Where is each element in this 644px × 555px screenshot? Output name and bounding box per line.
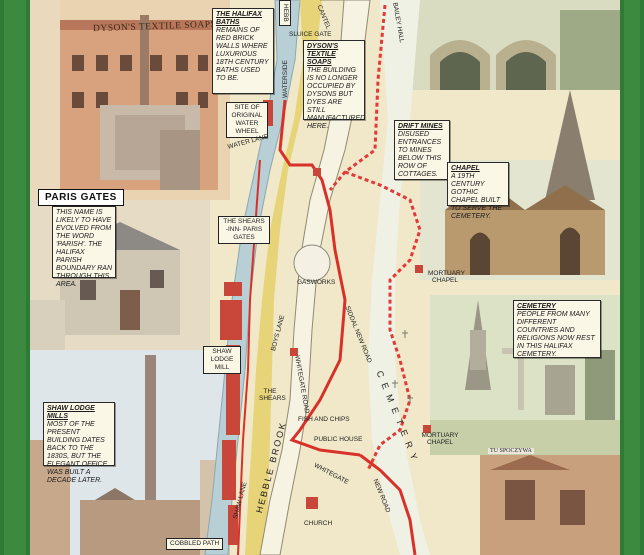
cemetery-body: PEOPLE FROM MANY DIFFERENT COUNTRIES AND… bbox=[517, 311, 595, 358]
halifax-baths-box: THE HALIFAX BATHS REMAINS OF RED BRICK W… bbox=[212, 8, 274, 94]
label-mortuary-chapel-1: MORTUARY CHAPEL bbox=[428, 270, 465, 284]
label-shears-inn: THE SHEARS -INN- PARIS GATES bbox=[218, 216, 270, 244]
chapel-title: CHAPEL bbox=[451, 165, 480, 172]
label-mortuary-chapel-2: MORTUARY CHAPEL bbox=[421, 432, 459, 446]
arches-illustration bbox=[400, 0, 620, 90]
drift-mines-box: DRIFT MINES DISUSED ENTRANCES TO MINES B… bbox=[394, 120, 450, 180]
label-church: CHURCH bbox=[304, 520, 333, 527]
grave-inscription: TU SPOCZYWA bbox=[488, 448, 534, 454]
cemetery-box: CEMETERY PEOPLE FROM MANY DIFFERENT COUN… bbox=[513, 300, 601, 358]
shaw-lodge-mills-box: SHAW LODGE MILLS MOST OF THE PRESENT BUI… bbox=[43, 402, 115, 484]
dysons-title: DYSON'S TEXTILE SOAPS bbox=[307, 43, 339, 66]
shaw-lodge-mills-title: SHAW LODGE MILLS bbox=[47, 405, 95, 420]
chapel-box: CHAPEL A 19th CENTURY GOTHIC CHAPEL BUIL… bbox=[447, 162, 509, 220]
paris-gates-body: THIS NAME IS LIKELY TO HAVE EVOLVED FROM… bbox=[56, 209, 113, 288]
halifax-baths-body: REMAINS OF RED BRICK WALLS WHERE LUXURIO… bbox=[216, 27, 269, 82]
brick-building-illustration bbox=[480, 455, 620, 555]
drift-mines-body: DISUSED ENTRANCES TO MINES BELOW THIS RO… bbox=[398, 131, 442, 178]
label-waterside: WATERSIDE bbox=[282, 60, 289, 98]
dysons-factory-illustration bbox=[30, 0, 230, 200]
drift-mines-title: DRIFT MINES bbox=[398, 123, 443, 130]
label-public-house: PUBLIC HOUSE bbox=[314, 436, 363, 443]
label-hebble-top: HEBB bbox=[279, 0, 291, 26]
label-the-shears: THE SHEARS bbox=[259, 388, 286, 402]
shaw-lodge-mills-body: MOST OF THE PRESENT BUILDING DATES BACK … bbox=[47, 421, 108, 484]
label-fish-and-chips: FISH AND CHIPS bbox=[298, 416, 350, 423]
cemetery-title: CEMETERY bbox=[517, 303, 556, 310]
label-site-water-wheel: SITE OF ORIGINAL WATER WHEEL bbox=[226, 102, 268, 138]
dysons-box: DYSON'S TEXTILE SOAPS THE BUILDING IS NO… bbox=[303, 40, 365, 130]
paris-gates-title: PARIS GATES bbox=[38, 189, 124, 206]
label-shaw-lodge-mill: SHAW LODGE MILL bbox=[203, 346, 241, 374]
paris-gates-box: THIS NAME IS LIKELY TO HAVE EVOLVED FROM… bbox=[52, 206, 116, 288]
label-gasworks: GASWORKS bbox=[297, 279, 336, 286]
chapel-body: A 19th CENTURY GOTHIC CHAPEL BUILT TO SE… bbox=[451, 173, 503, 220]
halifax-baths-title: THE HALIFAX BATHS bbox=[216, 11, 262, 26]
dysons-body: THE BUILDING IS NO LONGER OCCUPIED BY DY… bbox=[307, 67, 366, 130]
label-sluice-gate: SLUICE GATE bbox=[289, 31, 332, 38]
label-cobbled-path: COBBLED PATH bbox=[166, 538, 224, 550]
